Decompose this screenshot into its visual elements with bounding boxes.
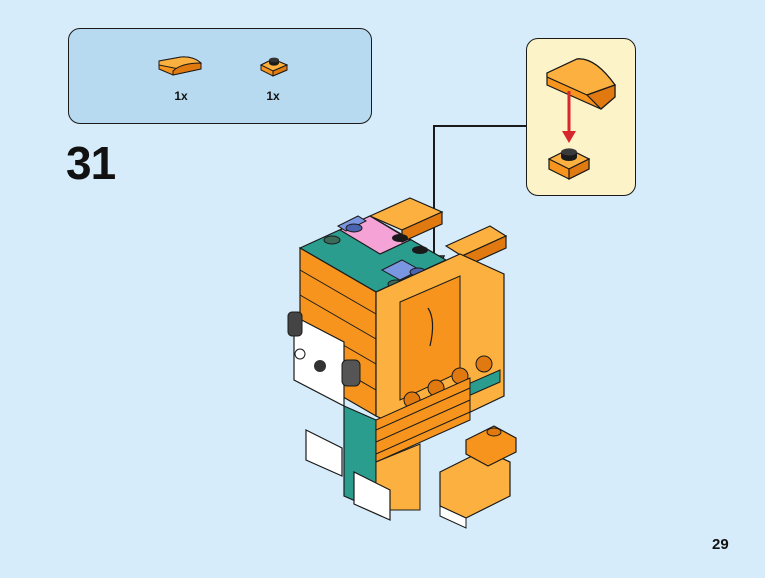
callout-curved-slope [546, 58, 616, 110]
orange-plate-round-stud-icon [259, 57, 289, 77]
sub-assembly-illustration [546, 58, 616, 180]
step-number: 31 [66, 137, 116, 189]
part-round-plate: 1x [243, 29, 303, 125]
sub-assembly-callout [526, 38, 636, 196]
part-quantity: 1x [174, 89, 188, 103]
page-number: 29 [712, 536, 729, 553]
red-arrow-icon [562, 91, 576, 143]
orange-curved-slope-icon [158, 56, 203, 76]
model-body [305, 377, 517, 529]
model-headphone-left [287, 311, 361, 407]
part-quantity: 1x [266, 89, 280, 103]
parts-list-box: 1x 1x [68, 28, 372, 124]
brickheadz-model-illustration [287, 197, 517, 529]
callout-round-plate [547, 148, 591, 180]
part-curved-slope: 1x [151, 29, 211, 125]
